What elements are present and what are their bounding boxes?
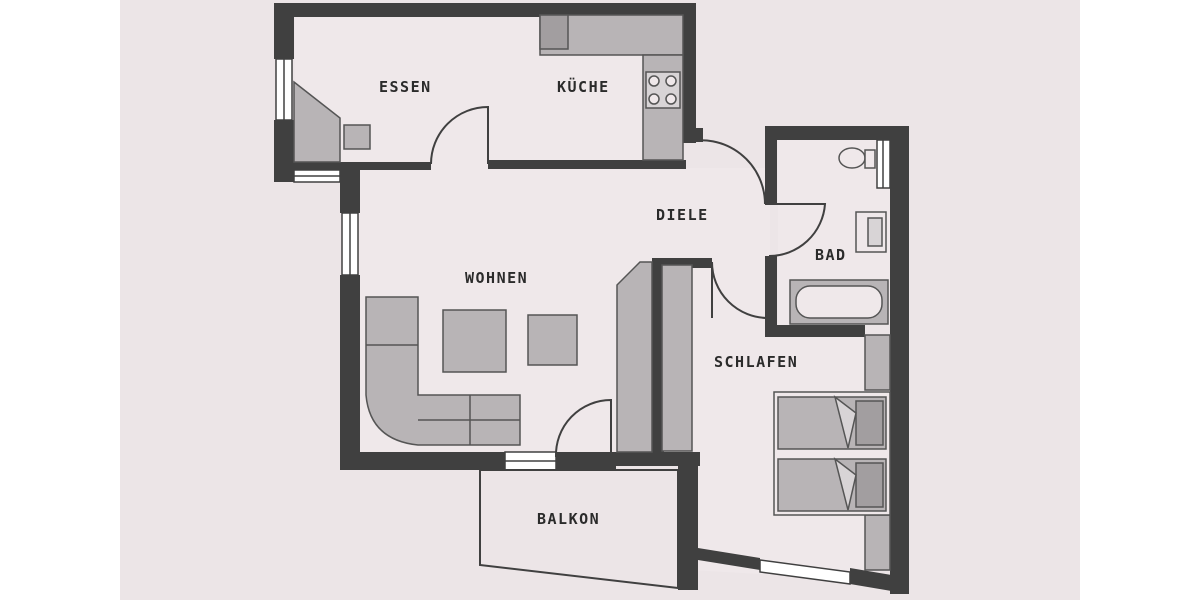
wall-schlafen-bottom-left xyxy=(698,548,760,570)
doors xyxy=(430,105,827,458)
wall-bad-bottom xyxy=(765,325,865,337)
wall-balkon-right xyxy=(678,452,698,590)
furniture xyxy=(293,14,891,571)
dining-bench xyxy=(293,80,341,163)
wall-bad-top xyxy=(765,126,909,140)
wall-essen-bottom xyxy=(294,162,431,170)
wall-schlafen-top xyxy=(652,258,712,268)
wall-kueche-right xyxy=(683,3,696,143)
label-essen: ESSEN xyxy=(379,78,432,96)
balcony-outline xyxy=(479,469,679,590)
wall-balkon-top xyxy=(600,452,700,466)
label-balkon: BALKON xyxy=(537,510,600,528)
label-bad: BAD xyxy=(815,246,847,264)
wall-right xyxy=(890,126,909,594)
wall-bad-left-upper xyxy=(765,126,777,204)
nightstand-top xyxy=(864,334,891,391)
floor-wohnen-schlafen xyxy=(358,168,865,580)
door-schlafen xyxy=(711,261,769,319)
wall-wohnen-left-lower xyxy=(340,275,360,470)
label-kueche: KÜCHE xyxy=(557,77,610,96)
door-essen xyxy=(430,105,489,165)
wall-left-lower xyxy=(274,120,294,182)
nightstand-bottom xyxy=(864,514,891,571)
label-diele: DIELE xyxy=(656,206,709,224)
wall-bad-left-lower xyxy=(765,256,777,334)
wall-left-upper xyxy=(274,3,294,59)
door-diele xyxy=(685,139,766,205)
wardrobe-schlafen xyxy=(661,264,693,452)
walls xyxy=(274,3,909,594)
kitchen-sink xyxy=(539,14,569,50)
wall-kueche-stub xyxy=(683,128,703,142)
label-schlafen: SCHLAFEN xyxy=(714,353,798,371)
wall-wohnen-bottom xyxy=(340,452,505,470)
pillow-right xyxy=(855,462,884,508)
label-wohnen: WOHNEN xyxy=(465,269,528,287)
wall-kueche-bottom xyxy=(488,160,686,169)
wall-wohnen-left-upper xyxy=(340,165,360,213)
coffee-table xyxy=(442,309,507,373)
door-balkon xyxy=(554,398,612,458)
armchair xyxy=(527,314,578,366)
wall-top xyxy=(274,3,696,17)
wall-schlafen-bottom-right xyxy=(850,568,909,594)
windows xyxy=(275,58,891,585)
door-bad xyxy=(765,203,827,258)
wall-schlafen-left xyxy=(652,258,664,458)
corner-sofa xyxy=(365,296,521,446)
toilet xyxy=(838,147,866,169)
wardrobe-wohnen xyxy=(616,261,653,453)
window-schlafen xyxy=(759,559,851,585)
room-labels: ESSEN KÜCHE DIELE BAD WOHNEN SCHLAFEN BA… xyxy=(379,77,847,528)
pillow-left xyxy=(855,400,884,446)
dining-chair xyxy=(343,124,371,150)
